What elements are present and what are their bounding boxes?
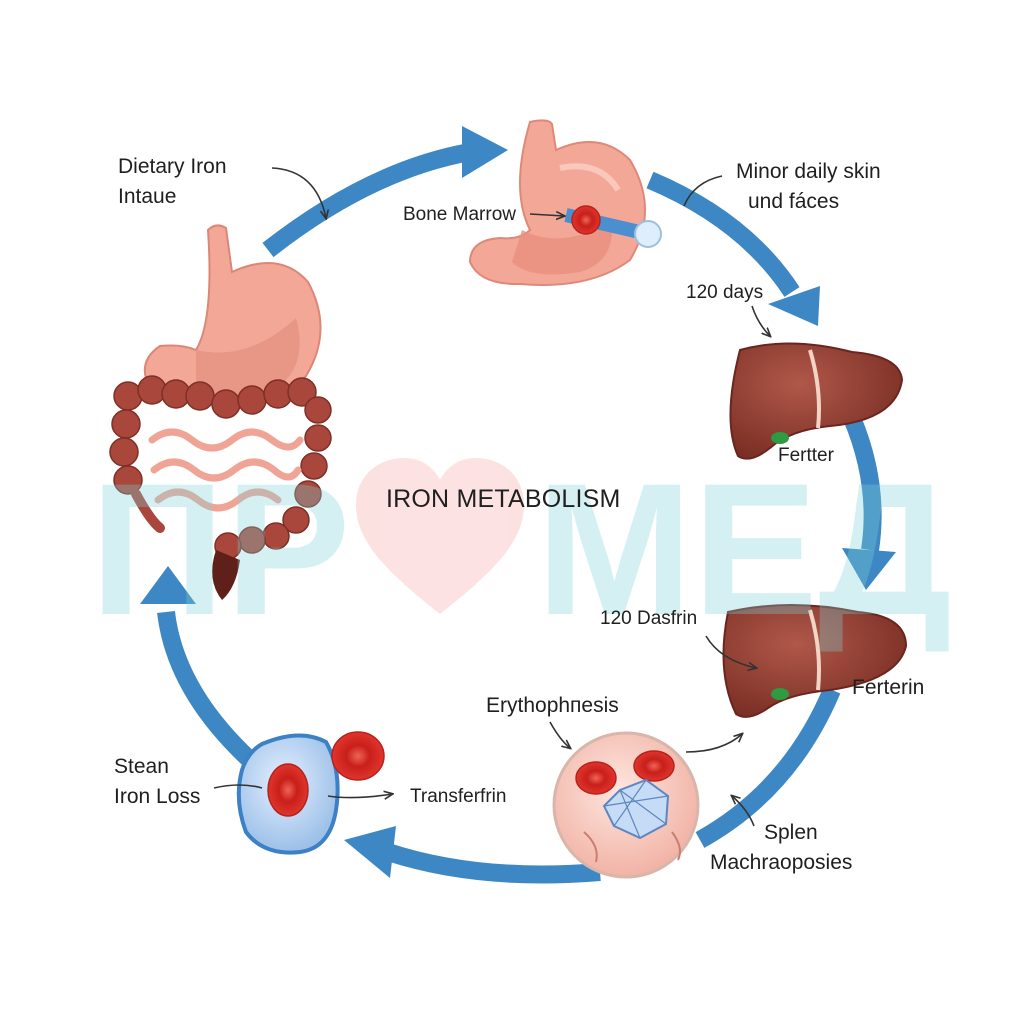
label-120-days: 120 days [686,282,764,303]
transferrin-cell-illustration [236,731,385,855]
cycle-arrow-left [140,566,257,767]
label-splen-line2: Machraoposies [710,851,853,874]
label-stean-line1: Stean [114,755,169,778]
label-bone-marrow: Bone Marrow [403,204,516,225]
label-dietary-iron-line2: Intaue [118,185,177,208]
label-skin-loss-line2: und fáces [748,190,840,213]
bone-marrow-connector [564,205,662,248]
label-120-dasfrin: 120 Dasfrin [600,608,698,629]
watermark-text-right: МЕД [536,444,952,654]
watermark-text-left: ПР [90,444,351,654]
cycle-arrow-bottom-right [695,686,841,848]
cycle-arrow-top-right [646,171,820,326]
label-dietary-iron-line1: Dietary Iron [118,155,227,178]
macrophage-disk-illustration [552,731,700,879]
liver-upper-illustration [729,342,904,460]
diagram-title: IRON METABOLISM [386,485,621,513]
digestive-system-illustration [109,224,332,600]
liver-lower-illustration [722,604,908,718]
label-ferterin: Ferterin [852,676,925,699]
label-transferrin: Transferfrin [410,786,507,807]
stomach-top-illustration [468,119,646,286]
label-splen-line1: Splen [764,821,818,844]
cycle-arrow-bottom [344,826,601,884]
label-erythopoiesis: Erythophпesis [486,694,619,717]
cycle-arrow-top-left [262,126,508,258]
watermark-heart [356,458,524,614]
promed-watermark: ПР МЕД [90,444,952,654]
label-fertter: Fertter [778,445,834,466]
cycle-arrow-right [842,414,896,590]
label-skin-loss-line1: Minor daily skin [736,160,881,183]
label-pointers [213,167,770,827]
label-stean-line2: Iron Loss [114,785,201,808]
